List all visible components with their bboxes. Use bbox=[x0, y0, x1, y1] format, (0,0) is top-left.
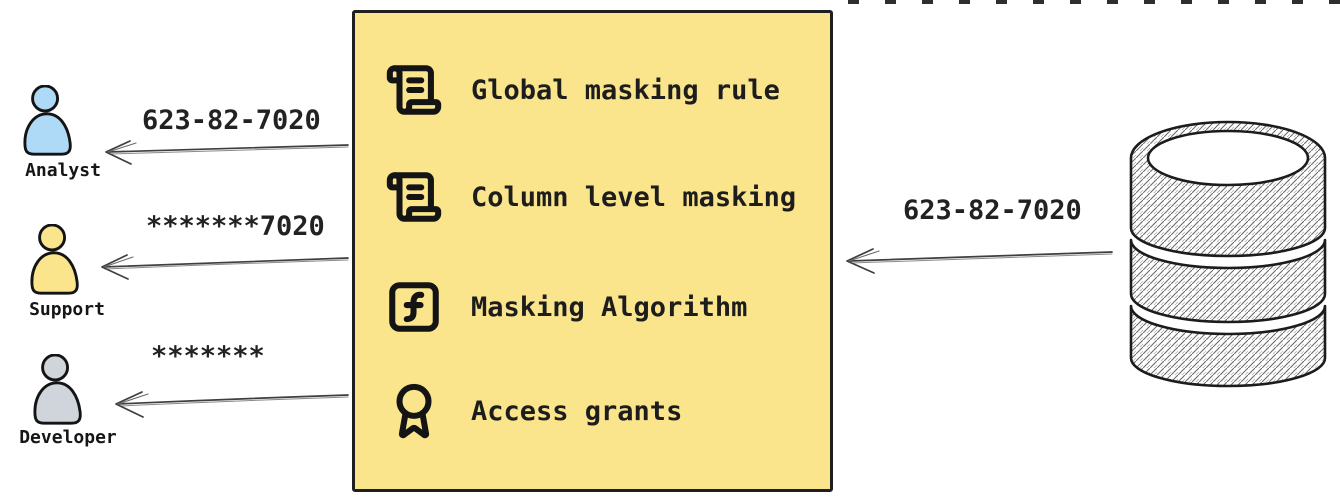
arrow-box-to-support bbox=[101, 254, 349, 280]
scroll-text-icon bbox=[385, 168, 443, 226]
actor-label: Developer bbox=[19, 427, 117, 448]
person-icon bbox=[30, 224, 79, 295]
dashed-border-top bbox=[848, 0, 1340, 4]
actor-analyst: Analyst bbox=[16, 85, 126, 205]
value-from-database: 623-82-7020 bbox=[903, 195, 1082, 226]
arrow-box-to-analyst bbox=[105, 140, 349, 165]
actor-label: Analyst bbox=[25, 160, 101, 181]
scroll-text-icon bbox=[385, 61, 443, 119]
arrow-box-to-developer bbox=[115, 391, 349, 418]
person-icon bbox=[33, 354, 82, 425]
masking-box-item: Access grants bbox=[385, 379, 822, 443]
arrow-database-to-box bbox=[846, 248, 1113, 274]
masking-rules-box: Global masking rule Column level masking… bbox=[352, 10, 833, 492]
actor-developer: Developer bbox=[19, 354, 136, 474]
database-icon bbox=[1129, 120, 1327, 388]
masking-item-label: Access grants bbox=[471, 395, 683, 427]
masking-item-label: Column level masking bbox=[471, 181, 797, 213]
value-to-support: *******7020 bbox=[146, 211, 325, 242]
masking-box-item: Global masking rule bbox=[385, 58, 822, 122]
value-to-analyst: 623-82-7020 bbox=[142, 105, 321, 136]
actor-label: Support bbox=[29, 299, 105, 320]
masking-box-item: Masking Algorithm bbox=[385, 275, 822, 339]
value-to-developer: ******* bbox=[151, 341, 265, 372]
person-icon bbox=[23, 85, 72, 156]
masking-box-item: Column level masking bbox=[385, 165, 822, 229]
masking-item-label: Global masking rule bbox=[471, 74, 780, 106]
award-icon bbox=[385, 382, 443, 440]
function-square-icon bbox=[385, 278, 443, 336]
actor-support: Support bbox=[23, 224, 133, 344]
masking-item-label: Masking Algorithm bbox=[471, 291, 748, 323]
